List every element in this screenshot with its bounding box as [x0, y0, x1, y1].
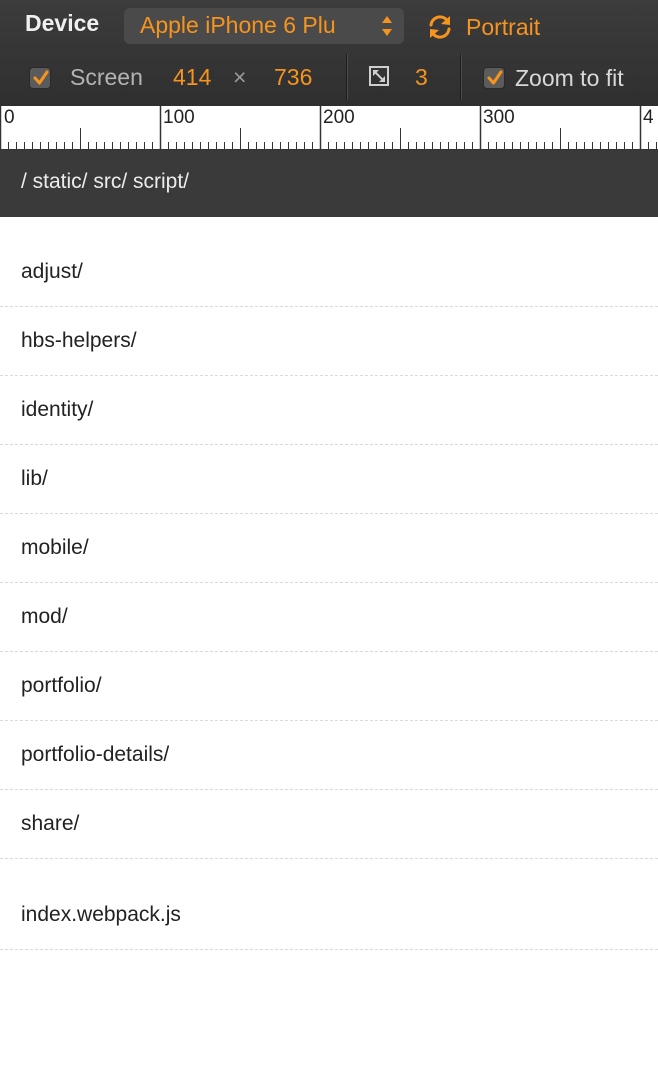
list-item[interactable]: mod/ — [0, 583, 658, 652]
ruler-label-0: 0 — [4, 107, 15, 128]
screen-label: Screen — [70, 64, 143, 90]
checkmark-icon — [33, 70, 49, 85]
list-item-name: portfolio-details/ — [21, 743, 170, 766]
zoom-to-fit-label: Zoom to fit — [515, 65, 624, 91]
orientation-button[interactable]: Portrait — [426, 10, 540, 44]
device-emulation-toolbar: Device Apple iPhone 6 Plu Portrait Scree — [0, 0, 658, 106]
screen-checkbox[interactable] — [29, 67, 51, 89]
list-item-name: adjust/ — [21, 260, 83, 283]
list-item[interactable]: mobile/ — [0, 514, 658, 583]
ruler-label-400: 4 — [643, 107, 654, 128]
screen-height-input[interactable]: 736 — [274, 64, 313, 90]
device-select-value: Apple iPhone 6 Plu — [140, 12, 336, 38]
list-item-name: identity/ — [21, 398, 94, 421]
list-item[interactable]: portfolio/ — [0, 652, 658, 721]
device-select[interactable]: Apple iPhone 6 Plu — [124, 8, 404, 44]
list-item[interactable]: share/ — [0, 790, 658, 859]
breadcrumb-path: / static/ src/ script/ — [21, 170, 190, 193]
list-item-name: hbs-helpers/ — [21, 329, 137, 352]
horizontal-ruler: 0 100 200 300 4 — [0, 106, 658, 150]
list-item-name: share/ — [21, 812, 80, 835]
orientation-label: Portrait — [466, 13, 541, 40]
list-item[interactable]: adjust/ — [0, 217, 658, 307]
list-item-name: mod/ — [21, 605, 68, 628]
device-row: Device Apple iPhone 6 Plu Portrait — [0, 0, 658, 54]
screen-row: Screen 414 × 736 3 Zoom to fit — [0, 54, 658, 106]
device-pixel-ratio-icon — [369, 66, 389, 86]
directory-listing: adjust/ hbs-helpers/ identity/ lib/ mobi… — [0, 217, 658, 950]
checkmark-icon — [487, 70, 503, 85]
rotate-icon — [429, 15, 451, 39]
list-item[interactable]: index.webpack.js — [0, 859, 658, 950]
list-item[interactable]: lib/ — [0, 445, 658, 514]
screen-width-input[interactable]: 414 — [173, 64, 212, 90]
list-item-name: lib/ — [21, 467, 48, 490]
toolbar-divider — [460, 54, 461, 100]
ruler-ticks — [0, 106, 658, 150]
list-item[interactable]: hbs-helpers/ — [0, 307, 658, 376]
device-label: Device — [25, 10, 100, 36]
select-arrows-icon — [382, 16, 392, 36]
ruler-label-100: 100 — [163, 107, 195, 128]
zoom-to-fit-checkbox[interactable] — [483, 67, 505, 89]
list-item-name: mobile/ — [21, 536, 89, 559]
ruler-label-200: 200 — [323, 107, 355, 128]
list-item-name: portfolio/ — [21, 674, 102, 697]
breadcrumb: / static/ src/ script/ — [0, 150, 658, 217]
list-item[interactable]: portfolio-details/ — [0, 721, 658, 790]
list-item-name: index.webpack.js — [21, 903, 181, 926]
device-pixel-ratio-input[interactable]: 3 — [415, 64, 428, 90]
list-item[interactable]: identity/ — [0, 376, 658, 445]
ruler-label-300: 300 — [483, 107, 515, 128]
dimension-separator: × — [233, 64, 247, 90]
toolbar-divider — [346, 54, 347, 100]
